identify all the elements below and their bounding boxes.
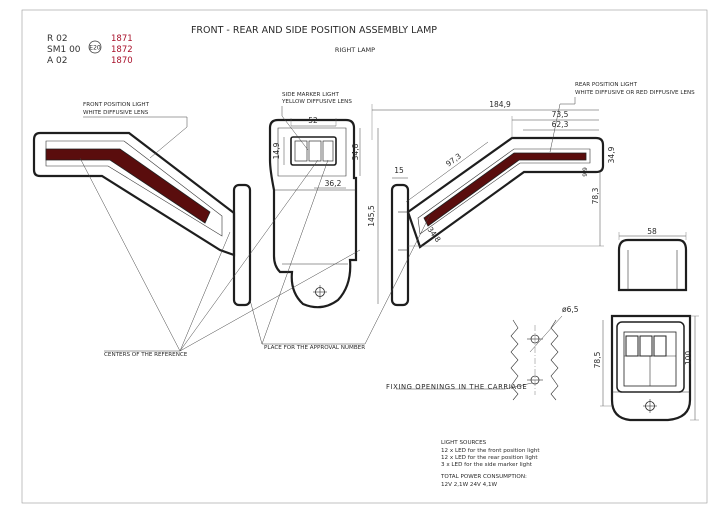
dimension-100: 100 <box>684 351 693 366</box>
approval-block: R 02 SM1 00 A 02 E20 1871 1872 1870 <box>47 34 133 66</box>
centers-of-reference-label: CENTERS OF THE REFERENCE <box>104 352 188 358</box>
rear-view <box>390 136 605 307</box>
light-source-info: LIGHT SOURCES 12 x LED for the front pos… <box>440 440 540 488</box>
side-body-outline <box>268 118 358 309</box>
side-marker-frame <box>277 127 347 177</box>
light-source-line: 12 x LED for the rear position light <box>441 455 538 461</box>
back-plate-outline <box>610 314 692 422</box>
lamp-arm-outline <box>32 131 236 257</box>
front-view <box>32 131 252 307</box>
power-consumption-title: TOTAL POWER CONSUMPTION: <box>440 474 527 480</box>
light-source-line: 12 x LED for the front position light <box>441 448 540 454</box>
base-plate <box>232 183 252 307</box>
approval-code: A 02 <box>47 56 67 66</box>
e-mark: E20 <box>89 45 101 52</box>
dimension-97-3: 97,3 <box>444 151 463 168</box>
dimension-34-9: 34,9 <box>607 146 616 163</box>
dimension-78-5: 78,5 <box>593 351 602 368</box>
back-frame <box>616 321 685 393</box>
fixing-openings-detail <box>396 315 563 401</box>
rear-lens <box>423 152 587 227</box>
drawing-subtitle: RIGHT LAMP <box>335 46 375 54</box>
dimension-145-5: 145,5 <box>367 205 376 227</box>
dimension-34-8: 34,8 <box>351 143 360 160</box>
back-upper-outline <box>617 238 688 292</box>
e-mark-circle-icon <box>88 40 102 54</box>
drawing-title: FRONT - REAR AND SIDE POSITION ASSEMBLY … <box>191 25 437 36</box>
approval-code: R 02 <box>47 34 68 44</box>
approval-number: 1871 <box>111 34 133 44</box>
back-view <box>610 238 692 422</box>
rear-base-plate <box>390 183 410 307</box>
dimension-9-9: 9,9 <box>582 167 589 177</box>
dimension-14-9: 14,9 <box>272 142 281 159</box>
front-lens <box>45 148 211 224</box>
rear-position-leader <box>549 97 576 153</box>
rear-arm-outline <box>406 136 605 249</box>
light-source-line: 3 x LED for the side marker light <box>441 462 533 468</box>
lamp-arm-inner <box>45 140 223 237</box>
side-view <box>268 118 358 309</box>
front-position-leader <box>83 116 188 127</box>
fixing-openings-label: FIXING OPENINGS IN THE CARRIAGE <box>386 383 527 391</box>
reference-leaders <box>79 157 431 352</box>
sheet-border <box>21 9 708 504</box>
side-marker-label: SIDE MARKER LIGHT <box>282 92 340 98</box>
approval-number-place-label: PLACE FOR THE APPROVAL NUMBER <box>264 345 365 351</box>
rear-position-label: REAR POSITION LIGHT <box>575 82 638 88</box>
approval-code: SM1 00 <box>47 45 81 55</box>
front-position-lens-label: WHITE DIFFUSIVE LENS <box>83 110 149 116</box>
power-consumption-values: 12V 2,1W 24V 4,1W <box>441 482 498 488</box>
front-position-label: FRONT POSITION LIGHT <box>83 102 150 108</box>
dimension-hole-diameter: ø6,5 <box>562 305 579 314</box>
dimension-52: 52 <box>308 116 318 125</box>
approval-number: 1872 <box>111 45 133 55</box>
rear-arm-inner <box>417 148 591 235</box>
dimension-15: 15 <box>394 166 404 175</box>
dimension-184-9: 184,9 <box>489 100 511 109</box>
dimension-78-3: 78,3 <box>591 187 600 204</box>
dimension-58: 58 <box>647 227 657 236</box>
dimension-73-5: 73,5 <box>552 110 569 119</box>
light-sources-title: LIGHT SOURCES <box>441 440 487 446</box>
side-marker-leader <box>281 106 309 151</box>
dimension-62-3: 62,3 <box>552 120 569 129</box>
side-marker-window <box>290 136 337 166</box>
dimension-36-2: 36,2 <box>325 179 342 188</box>
rear-position-lens-label: WHITE DIFFUSIVE OR RED DIFFUSIVE LENS <box>575 90 695 96</box>
side-marker-lens-label: YELLOW DIFFUSIVE LENS <box>281 99 352 105</box>
approval-number: 1870 <box>111 56 133 66</box>
